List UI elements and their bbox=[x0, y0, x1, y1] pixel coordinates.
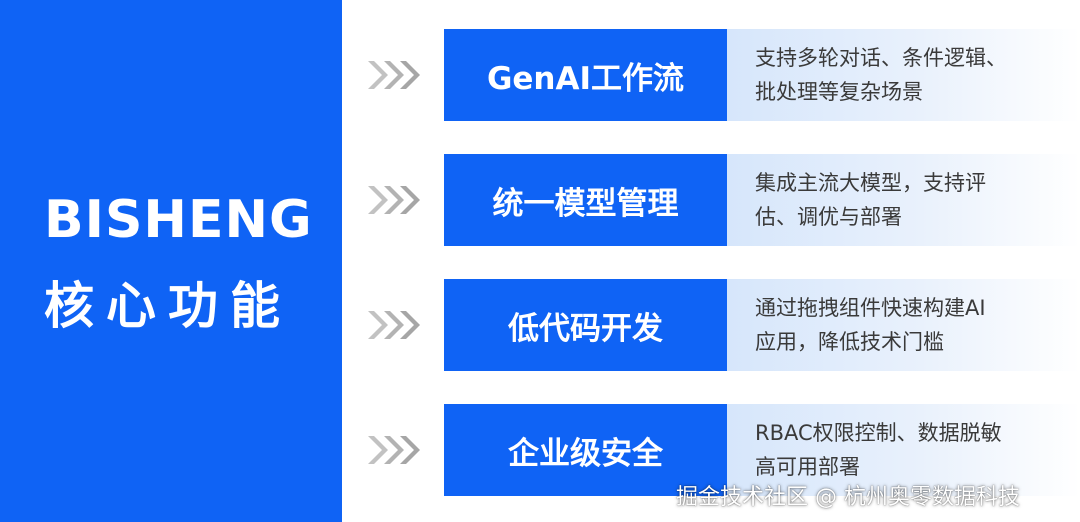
feature-row: 企业级安全 RBAC权限控制、数据脱敏 高可用部署 bbox=[0, 404, 1080, 496]
brand-subtitle: 核心功能 bbox=[44, 277, 292, 335]
feature-row: 统一模型管理 集成主流大模型，支持评 估、调优与部署 bbox=[0, 154, 1080, 246]
watermark-text: 掘金技术社区 @ 杭州奥零数据科技 bbox=[676, 485, 1020, 510]
feature-description: RBAC权限控制、数据脱敏 高可用部署 bbox=[727, 404, 1080, 496]
feature-title: 企业级安全 bbox=[444, 404, 727, 496]
feature-description-line: RBAC权限控制、数据脱敏 bbox=[755, 421, 1002, 445]
feature-description: 支持多轮对话、条件逻辑、 批处理等复杂场景 bbox=[727, 29, 1080, 121]
feature-description-line: 高可用部署 bbox=[755, 455, 860, 479]
feature-description-line: 通过拖拽组件快速构建AI bbox=[755, 296, 986, 320]
feature-description-line: 应用，降低技术门槛 bbox=[755, 330, 944, 354]
feature-description-line: 批处理等复杂场景 bbox=[755, 80, 923, 104]
feature-title: 统一模型管理 bbox=[444, 154, 727, 246]
feature-title: GenAI工作流 bbox=[444, 29, 727, 121]
triple-chevron-right-icon bbox=[368, 61, 420, 89]
feature-description: 通过拖拽组件快速构建AI 应用，降低技术门槛 bbox=[727, 279, 1080, 371]
left-panel: BISHENG 核心功能 bbox=[0, 0, 342, 522]
brand-title: BISHENG bbox=[44, 190, 313, 250]
triple-chevron-right-icon bbox=[368, 436, 420, 464]
feature-row: 低代码开发 通过拖拽组件快速构建AI 应用，降低技术门槛 bbox=[0, 279, 1080, 371]
feature-description-line: 集成主流大模型，支持评 bbox=[755, 171, 986, 195]
feature-title: 低代码开发 bbox=[444, 279, 727, 371]
feature-row: GenAI工作流 支持多轮对话、条件逻辑、 批处理等复杂场景 bbox=[0, 29, 1080, 121]
feature-description-line: 支持多轮对话、条件逻辑、 bbox=[755, 46, 1007, 70]
feature-description-line: 估、调优与部署 bbox=[755, 205, 902, 229]
triple-chevron-right-icon bbox=[368, 186, 420, 214]
feature-description: 集成主流大模型，支持评 估、调优与部署 bbox=[727, 154, 1080, 246]
triple-chevron-right-icon bbox=[368, 311, 420, 339]
